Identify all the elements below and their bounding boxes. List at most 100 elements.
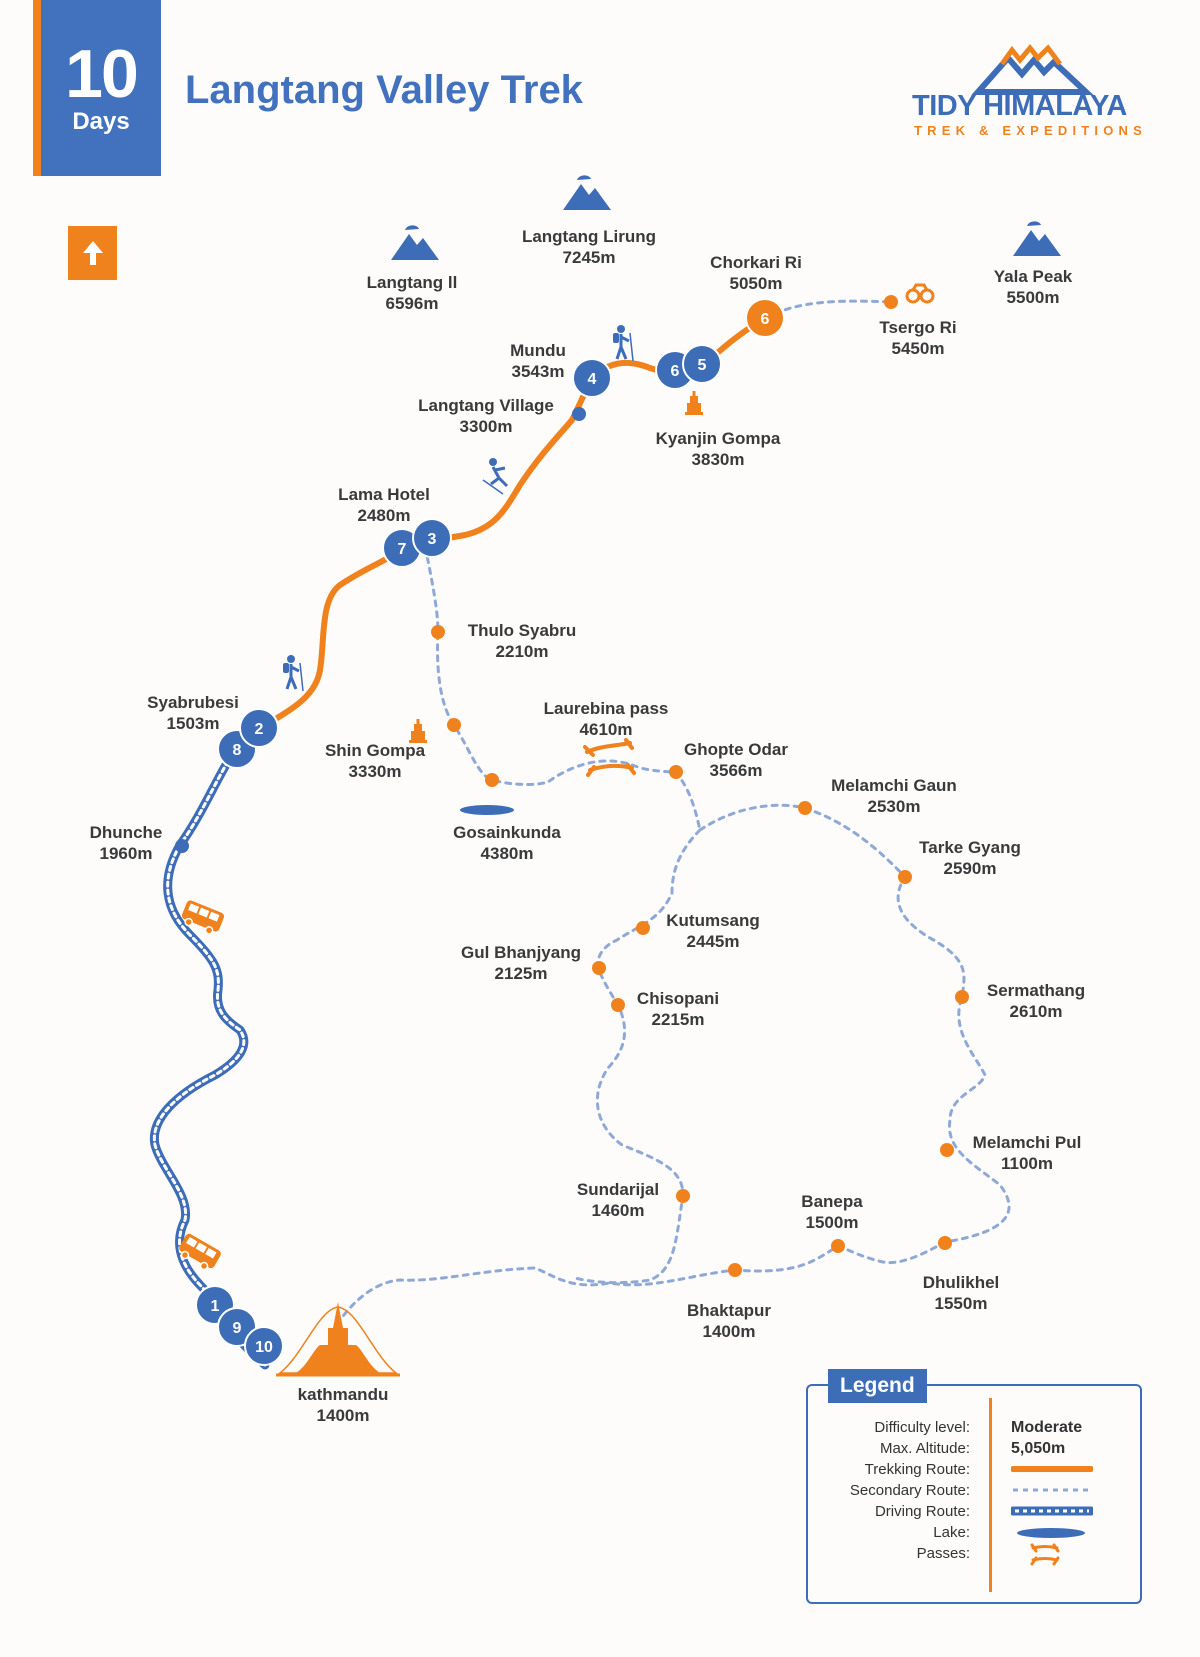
bus-icon — [181, 900, 225, 935]
legend-key: Lake: — [933, 1524, 970, 1541]
monastery-icon — [685, 391, 703, 415]
day-marker-label: 3 — [428, 531, 437, 548]
hiker-icon — [283, 655, 304, 692]
legend-row: Secondary Route: — [808, 1480, 1144, 1501]
mountain-peak-icon — [563, 175, 611, 210]
stupa-icon — [276, 1302, 400, 1377]
day-marker: 3 — [412, 518, 452, 558]
waypoint-dot — [175, 839, 189, 853]
waypoint-dot — [485, 773, 499, 787]
day-marker: 2 — [239, 708, 279, 748]
bus-icon — [179, 1233, 221, 1271]
legend-key: Secondary Route: — [849, 1482, 970, 1499]
legend-row: Lake: — [808, 1522, 1144, 1543]
day-marker: 6 — [745, 298, 785, 338]
secondary-route-helambu-east — [338, 803, 1011, 1322]
brand-tagline: TREK & EXPEDITIONS — [914, 123, 1148, 138]
page-title: Langtang Valley Trek — [185, 68, 583, 112]
day-marker-label: 8 — [233, 742, 242, 759]
day-marker-label: 6 — [761, 311, 770, 328]
day-marker-label: 7 — [398, 541, 407, 558]
skier-icon — [482, 458, 509, 495]
waypoint-dot — [447, 718, 461, 732]
day-marker-label: 1 — [211, 1298, 220, 1315]
waypoint-dot — [676, 1189, 690, 1203]
mountain-peak-icon — [1013, 221, 1061, 256]
legend-key: Driving Route: — [874, 1503, 970, 1520]
legend-row: Max. Altitude: 5,050m — [808, 1438, 1144, 1459]
day-marker-label: 5 — [698, 357, 707, 374]
driving-route — [149, 743, 270, 1370]
waypoint-dot — [831, 1239, 845, 1253]
legend-row: Driving Route: — [808, 1501, 1144, 1522]
brand-logo-icon — [971, 44, 1094, 95]
waypoint-dot — [938, 1236, 952, 1250]
brand-name: TIDY HIMALAYA — [912, 90, 1127, 122]
waypoint-dot — [898, 870, 912, 884]
binoculars-icon — [905, 283, 935, 304]
secondary-route-gosainkunda — [421, 534, 702, 832]
day-marker-label: 9 — [233, 1320, 242, 1337]
lake-icon — [1017, 1528, 1085, 1538]
waypoint-dot — [611, 998, 625, 1012]
legend: Legend Difficulty level: Moderate Max. A… — [806, 1369, 1144, 1604]
day-markers: 1 9 10 8 2 7 3 4 6 5 6 — [195, 298, 785, 1366]
driving-route-line — [1011, 1506, 1093, 1516]
waypoint-dot — [940, 1143, 954, 1157]
waypoint-dot — [592, 961, 606, 975]
mountain-peak-icon — [391, 225, 439, 260]
waypoint-dot — [572, 407, 586, 421]
day-marker-label: 6 — [671, 363, 680, 380]
waypoint-dot — [955, 990, 969, 1004]
days-badge: 10 Days — [33, 0, 161, 176]
north-arrow-icon — [68, 226, 117, 280]
pass-icon — [583, 738, 636, 777]
legend-value: 5,050m — [1011, 1440, 1066, 1457]
hiker-icon — [613, 325, 634, 362]
day-marker-label: 10 — [255, 1339, 273, 1356]
legend-row: Trekking Route: — [808, 1459, 1144, 1480]
monastery-icon — [409, 719, 427, 743]
legend-key: Max. Altitude: — [879, 1440, 970, 1457]
pass-icon — [1030, 1543, 1060, 1566]
legend-key: Trekking Route: — [864, 1461, 970, 1478]
waypoint-dot — [884, 295, 898, 309]
legend-title: Legend — [828, 1369, 927, 1403]
day-marker: 5 — [682, 344, 722, 384]
days-number: 10 — [65, 36, 139, 112]
legend-key: Passes: — [916, 1545, 970, 1562]
trekking-route-line — [1011, 1466, 1093, 1472]
legend-value: Moderate — [1011, 1419, 1083, 1436]
day-marker: 10 — [244, 1326, 284, 1366]
waypoint-dot — [431, 625, 445, 639]
legend-row: Passes: — [808, 1543, 1144, 1566]
secondary-route-line — [1013, 1488, 1091, 1492]
legend-key: Difficulty level: — [874, 1419, 970, 1436]
waypoint-dot — [798, 801, 812, 815]
